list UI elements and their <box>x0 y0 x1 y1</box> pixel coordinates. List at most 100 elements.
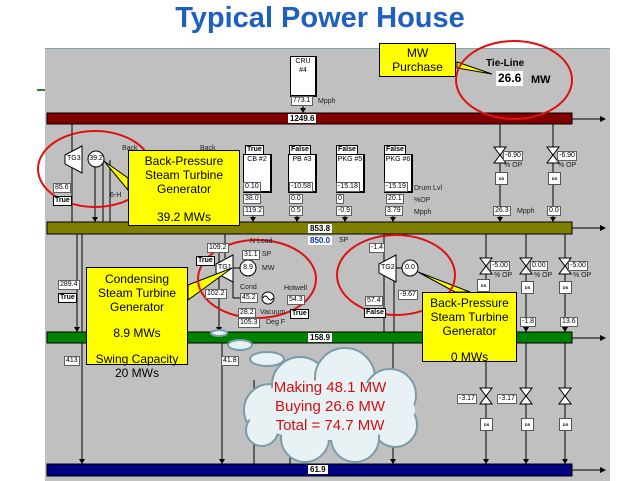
summary-cloud-text: Making 48.1 MW Buying 26.6 MW Total = 74… <box>250 378 410 435</box>
status-flag[interactable]: False <box>336 145 358 155</box>
reading-value[interactable]: 3.79 <box>385 206 403 216</box>
unit-label: Mpph <box>517 208 535 215</box>
reading-value[interactable]: 41.8 <box>221 356 239 366</box>
status-flag[interactable]: True <box>196 256 215 266</box>
reading-value[interactable]: -15.19 <box>384 182 408 192</box>
tg1-label[interactable]: TG1 <box>218 264 232 271</box>
reading-value[interactable]: -3.17 <box>457 394 477 404</box>
reading-value[interactable]: 413 <box>64 356 80 366</box>
reading-value[interactable]: 105.3 <box>238 318 260 328</box>
reading-value[interactable]: 0.0 <box>547 206 561 216</box>
reading-value[interactable]: 28.2 <box>238 308 256 318</box>
tg2-label[interactable]: TG2 <box>381 264 395 271</box>
status-flag[interactable]: False <box>364 308 386 318</box>
status-flag[interactable]: True <box>290 309 309 319</box>
reading-value[interactable]: 61.9 <box>308 465 328 474</box>
status-flag[interactable]: True <box>58 293 77 303</box>
unit-label: % OP <box>573 272 592 279</box>
desuperheater-button[interactable]: DS <box>477 279 490 292</box>
reading-value[interactable]: -15.18 <box>336 182 360 192</box>
desuperheater-button[interactable]: DS <box>559 281 572 294</box>
reading-value[interactable]: 38.0 <box>243 194 261 204</box>
tg2-turbine-icon <box>378 254 397 283</box>
reading-value[interactable]: 0 <box>336 194 344 204</box>
callout-line <box>87 340 187 352</box>
callout-line: Steam Turbine <box>144 168 224 182</box>
reading-value[interactable]: 853.8 <box>308 224 333 233</box>
callout-line: 39.2 MWs <box>156 210 211 224</box>
reading-value[interactable]: 1249.6 <box>288 114 317 123</box>
reading-value[interactable]: -1.8 <box>520 317 537 327</box>
tg2-callout: Back-Pressure Steam Turbine Generator 0 … <box>422 292 517 364</box>
thought-bubbles <box>210 329 418 463</box>
callout-line: Generator <box>109 300 165 314</box>
reading-value[interactable]: 773.1 <box>291 96 313 106</box>
tg1-mw-value: 8.9 <box>243 264 253 271</box>
unit-label: Drum Lvl <box>414 185 443 192</box>
flow-arrows <box>74 108 606 473</box>
tg3-turbine-icon <box>64 145 83 174</box>
desuperheater-button[interactable]: DS <box>495 172 508 185</box>
reading-value[interactable]: 26.3 <box>493 206 511 216</box>
reading-value[interactable]: 0.5 <box>289 206 303 216</box>
reading-value[interactable]: 158.9 <box>308 333 333 342</box>
unit-label: %OP <box>414 197 431 204</box>
reading-value[interactable]: 119.2 <box>243 206 264 216</box>
reading-value[interactable]: -0.9 <box>336 206 353 216</box>
status-flag[interactable]: True <box>245 145 264 155</box>
callout-line: 8.9 MWs <box>113 326 161 340</box>
reading-value[interactable]: 13.6 <box>560 317 578 327</box>
tg3-mw-value: 39.2 <box>89 155 103 162</box>
callout-line: 0 MWs <box>450 350 489 364</box>
buying-mw: Buying 26.6 MW <box>274 398 386 415</box>
reading-value[interactable]: 57.4 <box>365 296 383 306</box>
tie-line-value: 26.6 <box>496 71 524 86</box>
desuperheater-button[interactable]: DS <box>559 418 572 431</box>
reading-value[interactable]: 31.1 <box>242 250 260 260</box>
reading-value[interactable]: 54.3 <box>287 295 305 305</box>
reading-value[interactable]: -6.90 <box>503 151 523 161</box>
reading-value[interactable]: 0.00 <box>530 261 548 271</box>
callout-line: 20 MWs <box>114 366 159 380</box>
reading-value[interactable]: 45.2 <box>240 293 258 303</box>
desuperheater-button[interactable]: DS <box>521 281 534 294</box>
unit-label: % OP <box>504 162 523 169</box>
cru4-box[interactable]: CRU #4 <box>290 56 317 97</box>
reading-value[interactable]: 109.2 <box>207 243 229 253</box>
reading-value[interactable]: -9.67 <box>398 290 418 300</box>
condenser-wave-icon <box>262 295 274 301</box>
turbine-icons <box>64 145 419 305</box>
reading-value[interactable]: -5.00 <box>490 261 510 271</box>
unit-label: % OP <box>534 272 553 279</box>
tg3-callout: Back-Pressure Steam Turbine Generator 39… <box>128 150 240 226</box>
tie-line-unit: MW <box>531 74 551 86</box>
total-mw: Total = 74.7 MW <box>275 417 385 434</box>
unit-label: Hotwell <box>284 285 307 292</box>
reading-value[interactable]: 85.6 <box>53 183 71 193</box>
making-mw: Making 48.1 MW <box>273 379 387 396</box>
status-flag[interactable]: False <box>289 145 311 155</box>
reading-value[interactable]: 289.4 <box>58 280 80 290</box>
callout-line: Back-Pressure <box>144 154 224 168</box>
reading-value[interactable]: 850.0 <box>308 236 333 245</box>
desuperheater-button[interactable]: DS <box>521 418 534 431</box>
divider <box>37 89 45 91</box>
reading-value[interactable]: -1.4 <box>369 243 386 253</box>
reading-value[interactable]: -5.00 <box>568 261 588 271</box>
unit-label: Mpph <box>414 209 432 216</box>
desuperheater-button[interactable]: DS <box>548 172 561 185</box>
tg3-label[interactable]: TG3 <box>67 155 81 162</box>
reading-value[interactable]: -3.17 <box>497 394 517 404</box>
reading-value[interactable]: 102.2 <box>205 289 227 299</box>
reading-value[interactable]: -10.58 <box>289 182 313 192</box>
reading-value[interactable]: 0.0 <box>289 194 303 204</box>
mw-purchase-callout: MW Purchase <box>379 43 456 77</box>
reading-value[interactable]: 20.1 <box>386 194 404 204</box>
reading-value[interactable]: 0.10 <box>243 182 261 192</box>
callout-line: Steam Turbine <box>97 286 177 300</box>
status-flag[interactable]: False <box>384 145 406 155</box>
callout-line <box>129 196 239 210</box>
reading-value[interactable]: -6.90 <box>557 151 577 161</box>
status-flag[interactable]: True <box>53 196 72 206</box>
desuperheater-button[interactable]: DS <box>480 418 493 431</box>
